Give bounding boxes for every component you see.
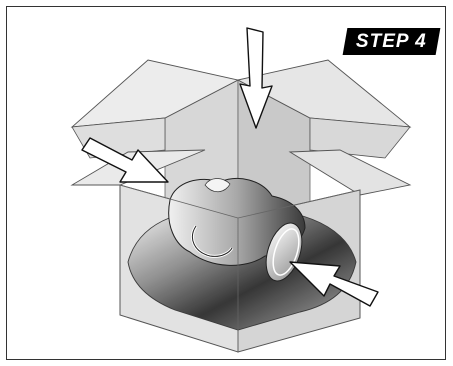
- step-badge: STEP 4: [343, 28, 441, 55]
- step-label: STEP 4: [356, 31, 427, 53]
